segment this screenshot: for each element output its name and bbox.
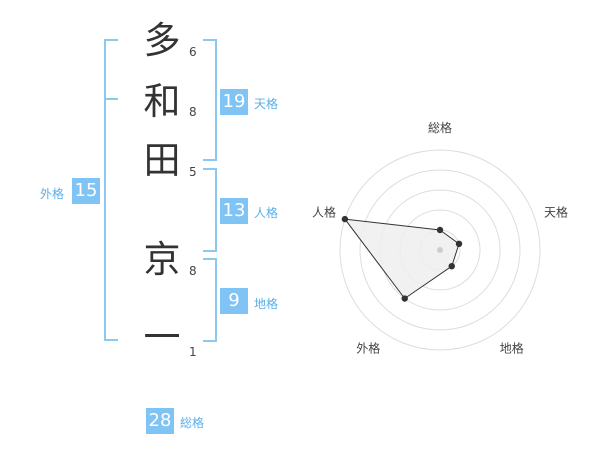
radar-point-4	[401, 295, 408, 302]
stroke-count-2: 8	[189, 105, 197, 119]
chikaku-bracket	[203, 258, 217, 342]
tenkaku-bracket	[203, 39, 217, 161]
name-char-4: 京	[143, 238, 181, 281]
radar-point-2	[455, 240, 463, 248]
name-char-1: 多	[143, 19, 181, 62]
stroke-count-3: 5	[189, 165, 197, 179]
tenkaku-badge: 19	[220, 89, 248, 115]
tenkaku-label: 天格	[254, 97, 279, 111]
soukaku-label: 総格	[180, 416, 205, 430]
jinkaku-bracket	[203, 168, 217, 252]
radar-axis-label-3: 地格	[500, 341, 524, 356]
radar-points	[341, 215, 463, 302]
radar-rings	[339, 149, 541, 351]
radar-axis-label-5: 人格	[312, 204, 336, 219]
chikaku-badge: 9	[220, 288, 248, 314]
jinkaku-label: 人格	[254, 206, 279, 220]
radar-point-1	[436, 226, 444, 234]
gaikaku-bracket	[104, 39, 118, 341]
name-char-3: 田	[143, 139, 181, 182]
radar-axis-label-4: 外格	[356, 341, 380, 356]
radar-axis-label-2: 天格	[544, 204, 568, 219]
radar-point-3	[448, 262, 455, 270]
gaikaku-bracket-tick	[104, 98, 118, 100]
radar-ring	[339, 149, 541, 351]
gaikaku-badge: 15	[72, 178, 100, 204]
radar-area	[343, 218, 460, 300]
radar-point-5	[341, 215, 349, 223]
stroke-count-4: 8	[189, 264, 197, 278]
chikaku-label: 地格	[254, 297, 279, 311]
name-char-5: 一	[143, 316, 181, 359]
stroke-count-5: 1	[189, 345, 197, 359]
radar-center	[437, 247, 443, 253]
name-char-2: 和	[143, 80, 181, 123]
stroke-count-1: 6	[189, 45, 197, 59]
jinkaku-badge: 13	[220, 198, 248, 224]
radar-axis-label-1: 総格	[428, 120, 452, 135]
gaikaku-label: 外格	[40, 187, 65, 201]
soukaku-badge: 28	[146, 408, 174, 434]
radar-ring	[359, 169, 521, 331]
